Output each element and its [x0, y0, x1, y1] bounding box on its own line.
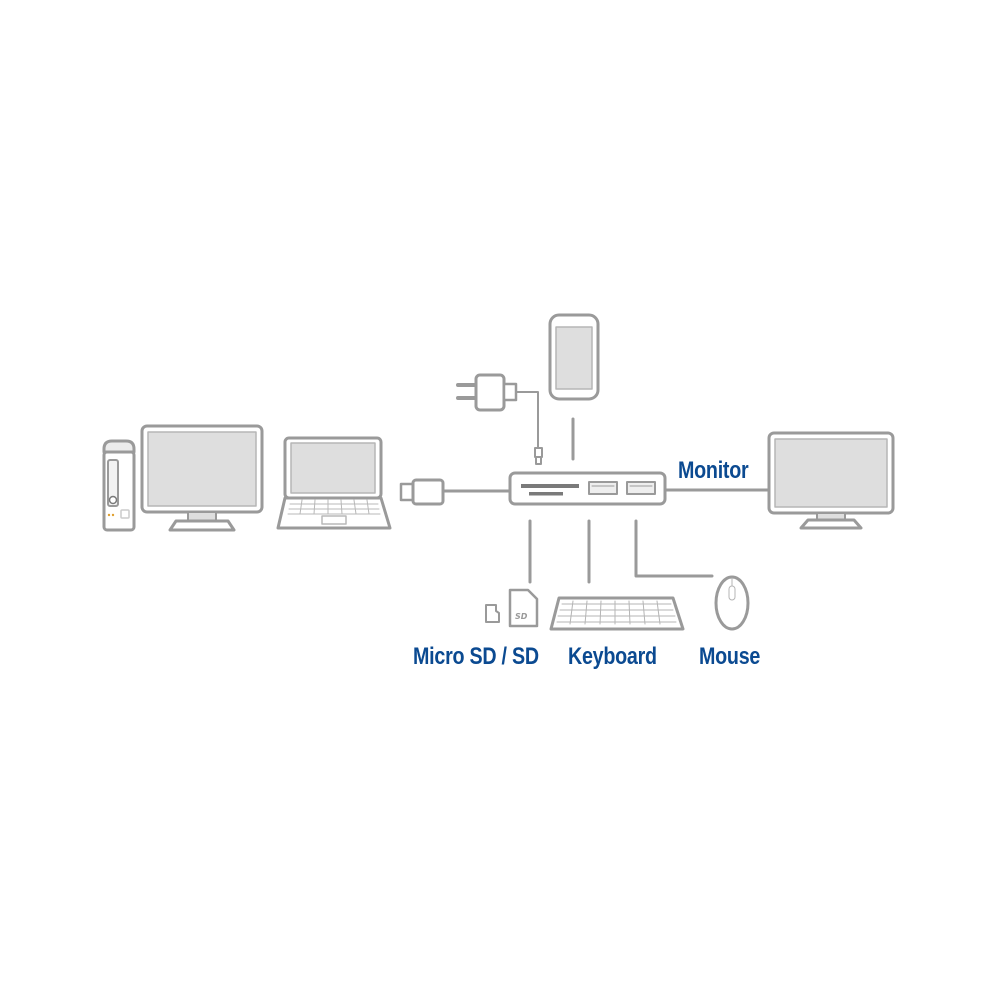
smartphone-icon	[548, 313, 600, 461]
usb-c-plug-icon	[399, 478, 512, 506]
laptop-icon	[276, 436, 392, 530]
keyboard-label: Keyboard	[568, 643, 657, 670]
external-monitor-icon	[767, 431, 895, 530]
desktop-tower-icon	[102, 439, 136, 532]
usb-hub-icon	[508, 471, 667, 506]
sd-card-icon	[508, 588, 539, 628]
mouse-icon	[714, 575, 750, 631]
keyboard-icon	[549, 596, 685, 631]
power-adapter-icon	[456, 373, 543, 465]
micro-sd-card-icon	[485, 604, 500, 623]
desktop-monitor-icon	[140, 424, 264, 532]
sd-logo-text: SD	[515, 612, 528, 621]
monitor-label: Monitor	[678, 457, 749, 484]
mouse-cable	[634, 519, 714, 578]
mouse-label: Mouse	[699, 643, 761, 670]
card-reader-label: Micro SD / SD	[413, 643, 539, 670]
